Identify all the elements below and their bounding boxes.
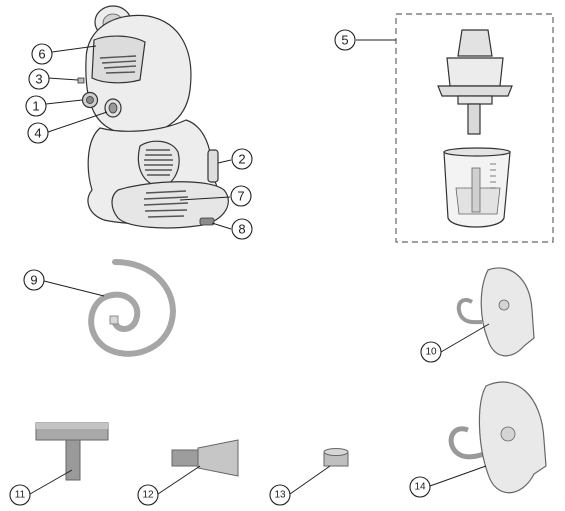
- callout-3: 3: [28, 68, 50, 90]
- callout-11-label: 11: [15, 490, 26, 501]
- bear-nebulizer-unit: [77, 5, 229, 229]
- callout-6-label: 6: [38, 47, 45, 62]
- callout-10-label: 10: [425, 347, 437, 358]
- adult-mask: [448, 381, 547, 494]
- callout-12-label: 12: [142, 490, 154, 501]
- callout-7-label: 7: [237, 189, 244, 204]
- callout-1-label: 1: [32, 99, 39, 114]
- callout-3-label: 3: [35, 72, 42, 87]
- callout-14: 14: [409, 476, 431, 498]
- side-panel: [207, 149, 219, 183]
- callout-13: 13: [269, 484, 291, 506]
- callout-4: 4: [27, 122, 49, 144]
- callout-12: 12: [137, 484, 159, 506]
- callout-14-label: 14: [414, 482, 426, 493]
- callout-5-label: 5: [341, 33, 348, 48]
- nebulizer-top-cap: [457, 29, 493, 57]
- t-piece-connector: [35, 422, 109, 481]
- callout-8-label: 8: [238, 222, 245, 237]
- mouthpiece: [171, 439, 239, 477]
- callout-8: 8: [231, 218, 253, 240]
- child-mask: [456, 267, 535, 357]
- display-window: [91, 35, 146, 84]
- callout-13-label: 13: [274, 490, 286, 501]
- kit-dashed-box: [395, 13, 554, 243]
- bear-foot-vent: [111, 181, 229, 229]
- callout-10: 10: [420, 341, 442, 363]
- air-tube-coil: [88, 259, 176, 357]
- callout-5: 5: [334, 29, 356, 51]
- callout-4-label: 4: [34, 126, 41, 141]
- callout-11: 11: [9, 484, 31, 506]
- callout-9: 9: [23, 269, 45, 291]
- nebulizer-kit: [395, 13, 554, 243]
- side-connector: [77, 77, 85, 84]
- callout-6: 6: [31, 43, 53, 65]
- callout-1: 1: [25, 95, 47, 117]
- air-filter: [323, 448, 349, 467]
- callout-7: 7: [230, 185, 252, 207]
- leader-lines: [29, 39, 490, 495]
- callout-2: 2: [231, 148, 253, 170]
- callout-9-label: 9: [30, 273, 37, 288]
- callout-2-label: 2: [238, 152, 245, 167]
- base-foot: [199, 217, 215, 226]
